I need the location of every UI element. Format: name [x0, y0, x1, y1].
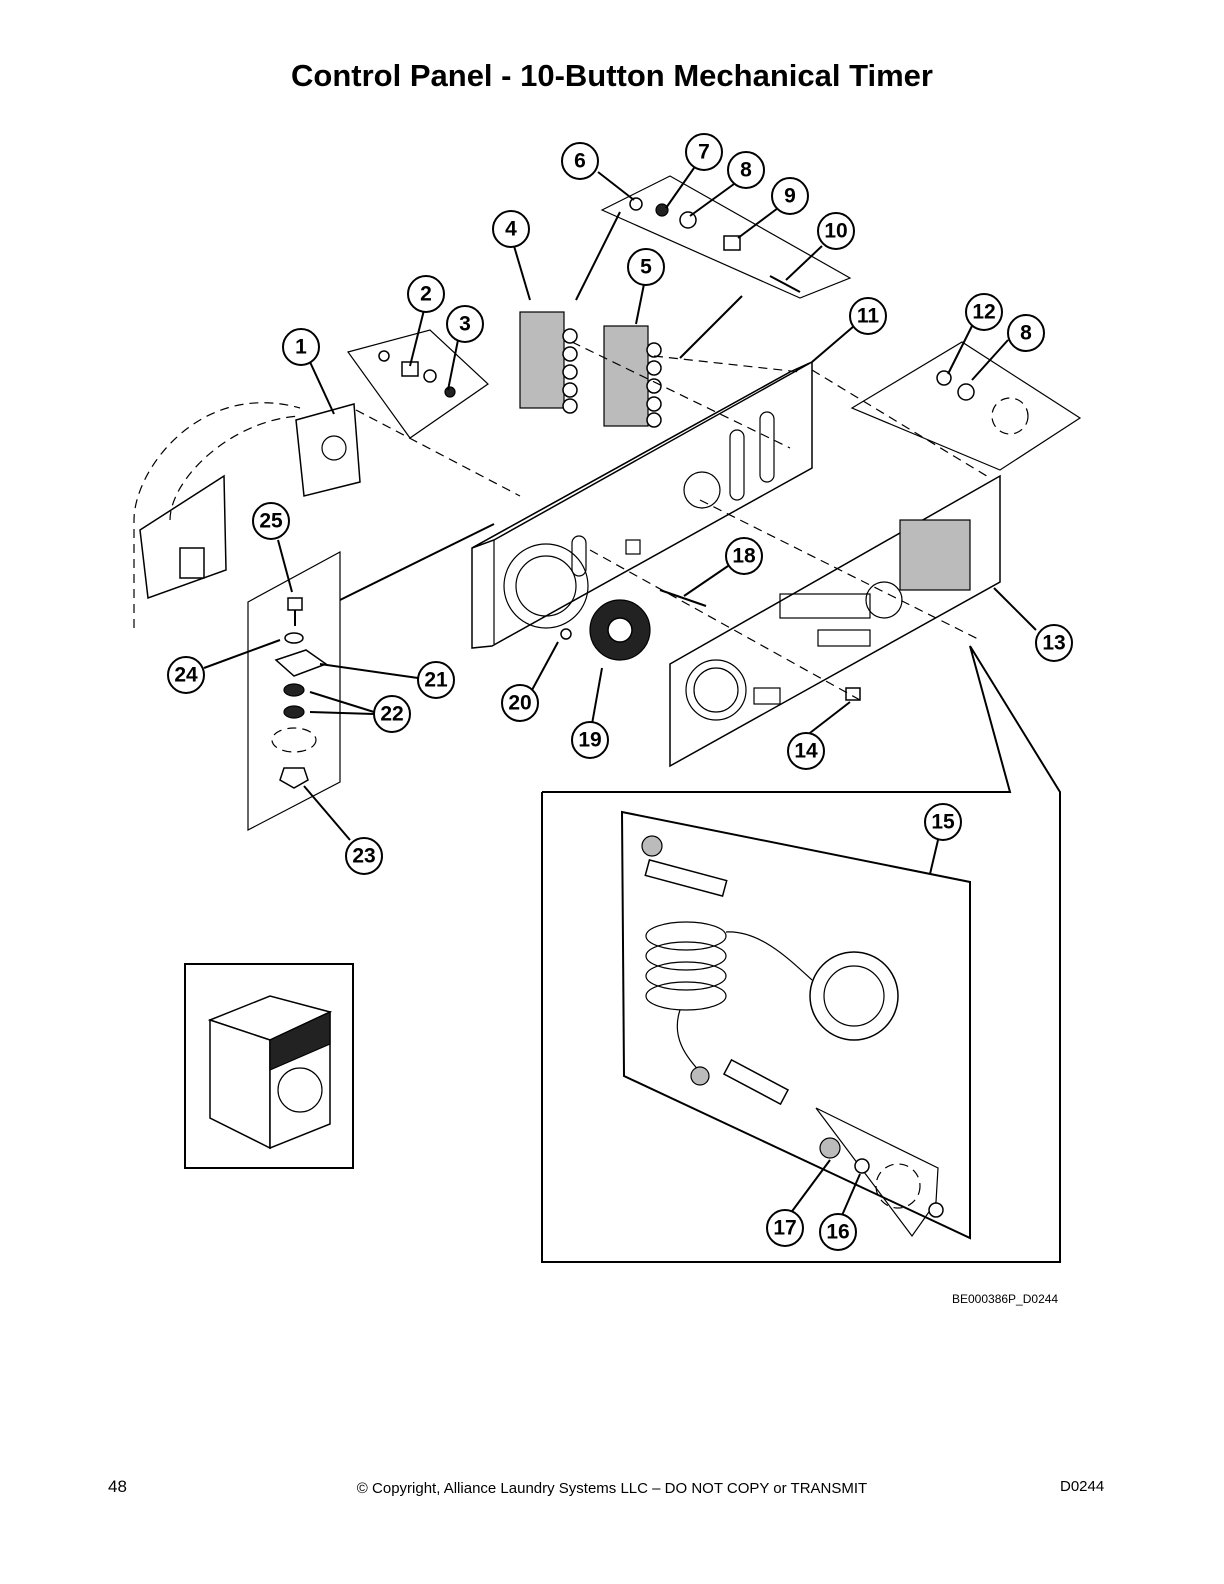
svg-text:20: 20 [508, 692, 531, 715]
svg-text:15: 15 [931, 811, 955, 834]
callout-2: 2 [407, 275, 445, 313]
callout-11: 11 [849, 297, 887, 335]
svg-text:13: 13 [1042, 632, 1065, 655]
page-number: 48 [108, 1477, 127, 1496]
svg-text:21: 21 [424, 669, 448, 692]
callout-4: 4 [492, 210, 530, 248]
assembly-lines [339, 211, 991, 701]
svg-text:12: 12 [972, 301, 995, 324]
callout-8a: 8 [727, 151, 765, 189]
svg-text:7: 7 [698, 141, 710, 164]
callout-23: 23 [345, 837, 383, 875]
callout-14: 14 [787, 732, 825, 770]
copyright-notice: © Copyright, Alliance Laundry Systems LL… [356, 1480, 868, 1497]
button-module-left [519, 311, 578, 414]
front-overlay-panel [669, 474, 1001, 768]
drawing-id: BE000386P_D0244 [952, 1292, 1059, 1306]
svg-text:5: 5 [640, 256, 652, 279]
timer-circuit-board [133, 402, 361, 628]
svg-text:14: 14 [794, 740, 818, 763]
callout-16: 16 [819, 1213, 857, 1251]
button-module-right [603, 325, 662, 428]
hardware-group-left [347, 329, 489, 439]
callout-18: 18 [725, 537, 763, 575]
svg-text:23: 23 [352, 845, 375, 868]
gauge-detail-inset [541, 645, 1061, 1263]
callout-1: 1 [282, 328, 320, 366]
svg-text:9: 9 [784, 185, 796, 208]
callout-10: 10 [817, 212, 855, 250]
svg-text:6: 6 [574, 150, 586, 173]
callout-15: 15 [924, 803, 962, 841]
svg-text:3: 3 [459, 313, 471, 336]
svg-text:19: 19 [578, 729, 601, 752]
svg-text:17: 17 [773, 1217, 796, 1240]
machine-location-inset [184, 963, 354, 1169]
svg-text:16: 16 [826, 1221, 849, 1244]
svg-text:1: 1 [295, 336, 307, 359]
svg-text:8: 8 [740, 159, 752, 182]
hardware-group-top [600, 175, 852, 299]
callout-22: 22 [373, 695, 411, 733]
callout-12: 12 [965, 293, 1003, 331]
callout-25: 25 [252, 502, 290, 540]
callout-19: 19 [571, 721, 609, 759]
fastener-strip [247, 550, 341, 831]
svg-text:11: 11 [857, 305, 880, 328]
callout-17: 17 [766, 1209, 804, 1247]
svg-text:18: 18 [732, 545, 756, 568]
callout-20: 20 [501, 684, 539, 722]
svg-text:8: 8 [1020, 322, 1032, 345]
callout-24: 24 [167, 656, 205, 694]
svg-text:4: 4 [505, 218, 517, 241]
panel-bracket [471, 360, 813, 649]
svg-text:10: 10 [824, 220, 847, 243]
svg-text:22: 22 [380, 703, 403, 726]
callout-21: 21 [417, 661, 455, 699]
svg-text:24: 24 [174, 664, 198, 687]
callout-6: 6 [561, 142, 599, 180]
callout-9: 9 [771, 177, 809, 215]
callout-5: 5 [627, 248, 665, 286]
capillary-coil [645, 921, 727, 1011]
page-title: Control Panel - 10-Button Mechanical Tim… [291, 58, 933, 93]
svg-text:25: 25 [259, 510, 283, 533]
callout-3: 3 [446, 305, 484, 343]
timer-knob [560, 589, 861, 701]
leader-lines [203, 167, 1037, 1221]
callout-8b: 8 [1007, 314, 1045, 352]
callout-13: 13 [1035, 624, 1073, 662]
hardware-group-right [850, 341, 1082, 471]
document-code: D0244 [1060, 1478, 1105, 1495]
callout-7: 7 [685, 133, 723, 171]
svg-text:2: 2 [420, 283, 432, 306]
